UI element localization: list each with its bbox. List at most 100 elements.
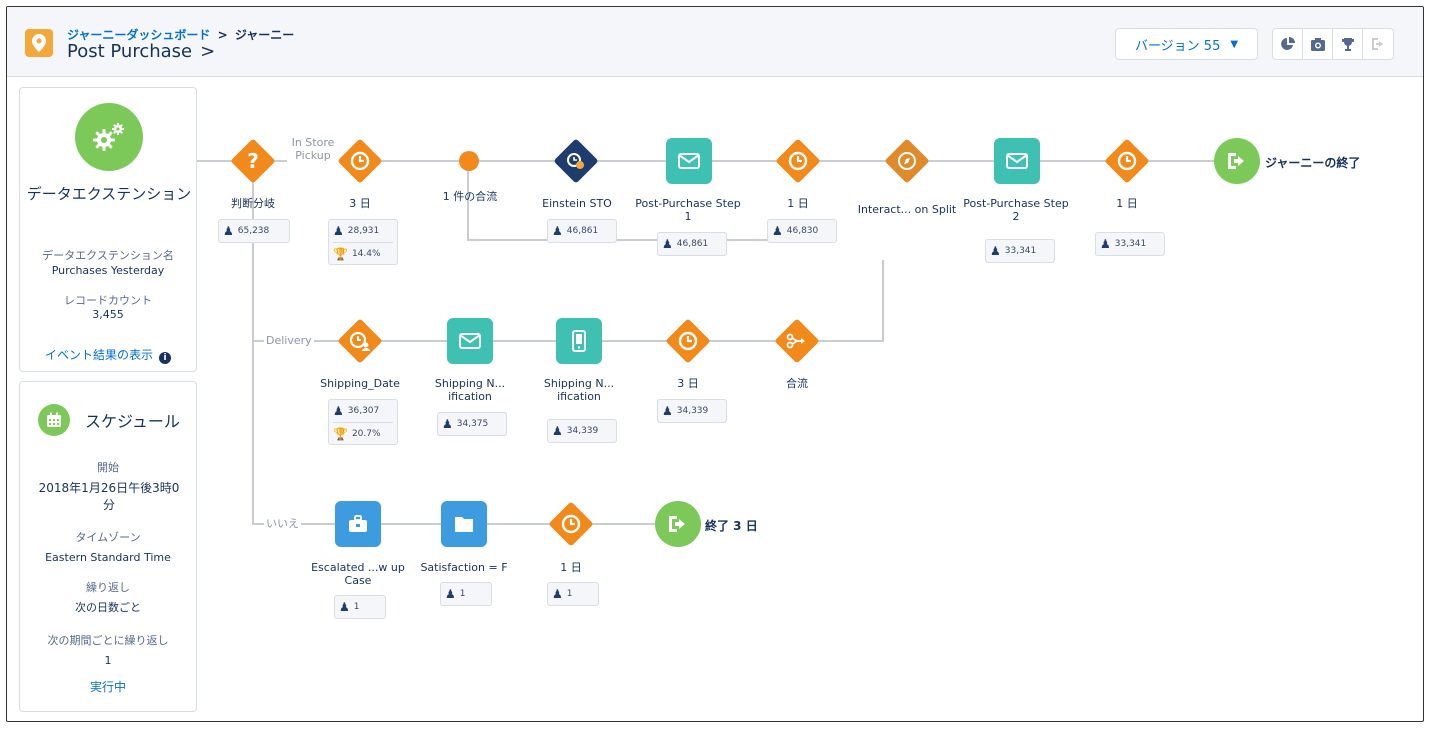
- interaction-split-node[interactable]: [884, 138, 930, 184]
- contacts-icon: ♟: [445, 587, 456, 601]
- journey-end-label: ジャーニーの終了: [1265, 156, 1361, 170]
- wait-3-days-stat[interactable]: ♟28,931 🏆14.4%: [328, 219, 398, 265]
- caret-down-icon: ▼: [1230, 38, 1239, 50]
- wait-1-day-stat-b[interactable]: ♟33,341: [1095, 232, 1165, 256]
- join-dot[interactable]: [459, 151, 479, 171]
- wait-3-days-node[interactable]: [337, 138, 383, 184]
- delivery-merge-line: [882, 260, 884, 342]
- contacts-icon: ♟: [552, 587, 563, 601]
- post-purchase-step2-email-node[interactable]: [994, 138, 1040, 184]
- satisfaction-stat[interactable]: ♟1: [440, 582, 492, 606]
- wait-3-days-label: 3 日: [349, 197, 371, 210]
- contacts-icon: ♟: [552, 224, 563, 238]
- chevron-right-icon: >: [200, 41, 216, 62]
- stat-count: 33,341: [1114, 239, 1147, 249]
- view-event-results: イベント結果の表示 i: [20, 344, 196, 364]
- stat-count: 36,307: [347, 406, 380, 416]
- repeat-period-label: 次の期間ごとに繰り返し: [47, 634, 169, 647]
- wait-3-days-label-b: 3 日: [677, 377, 699, 390]
- decision-split-node[interactable]: ?: [230, 138, 276, 184]
- exit-icon: [668, 515, 688, 533]
- shipping-notification-sms-stat[interactable]: ♟34,339: [547, 419, 617, 443]
- schedule-card[interactable]: スケジュール 開始 2018年1月26日午後3時0分 タイムゾーン Easter…: [19, 381, 197, 712]
- journey-builder-window: ジャーニーダッシュボード > ジャーニー Post Purchase> バージョ…: [6, 6, 1424, 722]
- view-event-results-link[interactable]: イベント結果の表示: [44, 348, 153, 362]
- escalated-case-node[interactable]: [335, 501, 381, 547]
- exit-icon[interactable]: [1363, 29, 1393, 59]
- shipping-notification-email-stat[interactable]: ♟34,375: [437, 412, 507, 436]
- stat-count: 28,931: [347, 226, 380, 236]
- merge-node[interactable]: [774, 318, 820, 364]
- wait-3-days-node-b[interactable]: [665, 318, 711, 364]
- trophy-icon: 🏆: [333, 426, 348, 441]
- stat-goal: 14.4%: [351, 248, 381, 259]
- stat-count: 33,341: [1004, 246, 1037, 256]
- stat-count: 34,375: [456, 419, 489, 429]
- shipping-date-stat[interactable]: ♟36,307 🏆20.7%: [328, 399, 398, 445]
- merge-icon: [786, 333, 808, 349]
- einstein-sto-stat[interactable]: ♟46,861: [547, 219, 617, 243]
- contacts-icon: ♟: [772, 224, 783, 238]
- wait-1-day-node-c[interactable]: [548, 501, 594, 547]
- main-path-line: [197, 160, 1237, 162]
- decision-split-stat[interactable]: ♟65,238: [218, 219, 290, 243]
- branch-vertical-line: [252, 162, 254, 524]
- wait-1-day-stat-a[interactable]: ♟46,830: [767, 219, 837, 243]
- stat-count: 46,861: [676, 239, 709, 249]
- wait-1-day-stat-c[interactable]: ♟1: [547, 582, 599, 606]
- contacts-icon: ♟: [223, 224, 234, 238]
- compass-icon: [897, 151, 917, 171]
- breadcrumb-dashboard-link[interactable]: ジャーニーダッシュボード: [67, 28, 211, 42]
- post-purchase-step1-label: Post-Purchase Step 1: [635, 197, 741, 223]
- wait-1-day-node-a[interactable]: [775, 138, 821, 184]
- camera-icon[interactable]: [1303, 29, 1333, 59]
- post-purchase-step1-stat[interactable]: ♟46,861: [657, 232, 727, 256]
- entry-source-title: データエクステンション: [26, 185, 192, 203]
- stat-count: 34,339: [566, 426, 599, 436]
- satisfaction-label: Satisfaction = F: [420, 561, 508, 574]
- wait-1-day-node-b[interactable]: [1104, 138, 1150, 184]
- join-path-line: [467, 239, 837, 241]
- email-icon: [678, 153, 700, 169]
- einstein-sto-node[interactable]: [553, 138, 599, 184]
- shipping-notification-email-node[interactable]: [447, 318, 493, 364]
- post-purchase-step2-label: Post-Purchase Step 2: [963, 197, 1069, 223]
- exit-icon: [1227, 152, 1247, 170]
- clock-icon: [678, 331, 698, 351]
- join-vertical-line: [467, 170, 469, 240]
- stat-count: 1: [459, 589, 466, 599]
- stat-goal: 20.7%: [351, 428, 381, 439]
- schedule-title: スケジュール: [85, 412, 180, 431]
- toolbar-icon-group: [1272, 28, 1394, 60]
- stat-count: 65,238: [237, 226, 270, 236]
- wait-1-day-label-b: 1 日: [1116, 197, 1138, 210]
- email-icon: [1006, 153, 1028, 169]
- post-purchase-step2-stat[interactable]: ♟33,341: [985, 239, 1055, 263]
- schedule-status[interactable]: 実行中: [89, 680, 126, 694]
- shipping-notification-sms-node[interactable]: [556, 318, 602, 364]
- entry-source-card[interactable]: データエクステンション データエクステンション名 Purchases Yeste…: [19, 87, 197, 372]
- trophy-icon[interactable]: [1333, 29, 1363, 59]
- breadcrumb-separator: >: [217, 28, 228, 42]
- path-label-delivery: Delivery: [264, 334, 314, 347]
- escalated-case-label: Escalated ...w up Case: [311, 561, 405, 587]
- record-count-value: 3,455: [92, 308, 124, 321]
- escalated-case-stat[interactable]: ♟1: [334, 595, 386, 619]
- pie-chart-icon[interactable]: [1273, 29, 1303, 59]
- page-title[interactable]: Post Purchase>: [67, 41, 215, 62]
- shipping-date-wait-node[interactable]: [337, 318, 383, 364]
- info-icon[interactable]: i: [159, 352, 171, 364]
- wait-1-day-label-a: 1 日: [787, 197, 809, 210]
- end-3-day-node[interactable]: [655, 501, 701, 547]
- journey-end-node[interactable]: [1214, 138, 1260, 184]
- path-label-no: いいえ: [264, 517, 301, 530]
- start-value: 2018年1月26日午後3時0分: [38, 481, 180, 512]
- contacts-icon: ♟: [990, 244, 1001, 258]
- satisfaction-node[interactable]: [441, 501, 487, 547]
- de-name-label: データエクステンション名: [42, 249, 174, 262]
- einstein-sto-label: Einstein STO: [542, 197, 612, 210]
- post-purchase-step1-email-node[interactable]: [666, 138, 712, 184]
- version-dropdown[interactable]: バージョン 55 ▼: [1115, 28, 1258, 60]
- mobile-phone-icon: [572, 330, 586, 352]
- wait-3-days-stat-b[interactable]: ♟34,339: [657, 399, 727, 423]
